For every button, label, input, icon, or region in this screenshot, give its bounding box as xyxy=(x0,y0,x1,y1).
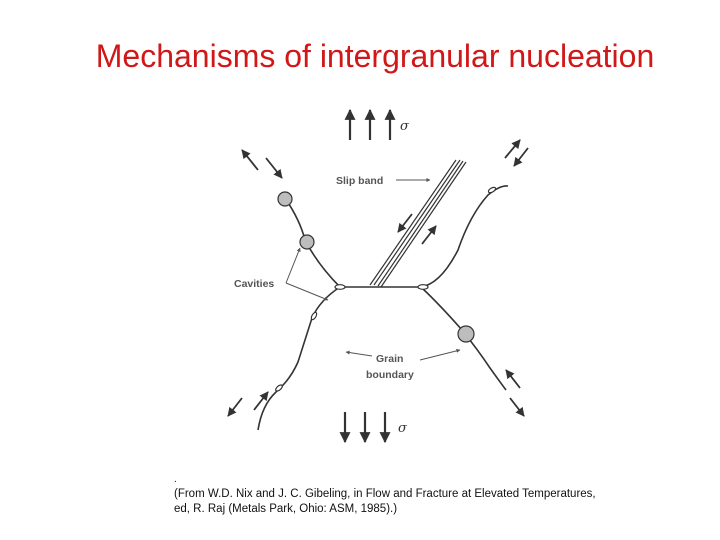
caption-marker: . xyxy=(174,474,177,485)
grain-boundaries xyxy=(257,185,509,431)
shear-arrow xyxy=(227,397,243,417)
boundary-lower-right xyxy=(421,287,507,391)
cavity xyxy=(457,325,475,343)
cavity xyxy=(277,191,293,207)
label-leaders xyxy=(285,178,461,361)
stress-arrows-top xyxy=(344,108,396,140)
source-caption: . (From W.D. Nix and J. C. Gibeling, in … xyxy=(174,475,674,517)
cavity xyxy=(310,311,318,321)
sigma-bottom-label: σ xyxy=(398,421,408,436)
shear-arrow xyxy=(265,157,283,179)
slide-title: Mechanisms of intergranular nucleation xyxy=(95,38,655,74)
sigma-top-label: σ xyxy=(400,119,410,134)
grain-boundary-label-line1: Grain xyxy=(376,353,403,365)
shear-arrow xyxy=(504,139,521,159)
cavities xyxy=(277,191,475,343)
boundary-lower-left xyxy=(257,286,341,431)
shear-arrow xyxy=(509,397,525,417)
shear-arrow xyxy=(421,225,437,245)
cavity xyxy=(417,284,429,290)
cavity xyxy=(275,384,283,392)
intergranular-nucleation-diagram: σ σ xyxy=(227,108,529,444)
shear-arrow xyxy=(505,369,521,389)
shear-arrow xyxy=(241,149,259,171)
cavity xyxy=(487,186,497,194)
cavity xyxy=(299,234,315,250)
shear-arrows xyxy=(227,139,529,417)
boundary-upper-right xyxy=(340,185,509,288)
stress-arrows-bottom xyxy=(339,412,391,444)
shear-arrow xyxy=(513,147,529,167)
shear-arrow xyxy=(397,213,413,233)
caption-line-2: ed, R. Raj (Metals Park, Ohio: ASM, 1985… xyxy=(174,503,398,515)
slip-band-label: Slip band xyxy=(336,175,383,187)
grain-boundary-label-line2: boundary xyxy=(366,369,414,381)
small-cavities xyxy=(275,186,497,392)
slip-band xyxy=(369,159,467,288)
caption-line-1: (From W.D. Nix and J. C. Gibeling, in Fl… xyxy=(174,488,596,500)
cavity xyxy=(334,284,346,290)
shear-arrow xyxy=(253,391,269,411)
cavities-label: Cavities xyxy=(234,278,274,290)
